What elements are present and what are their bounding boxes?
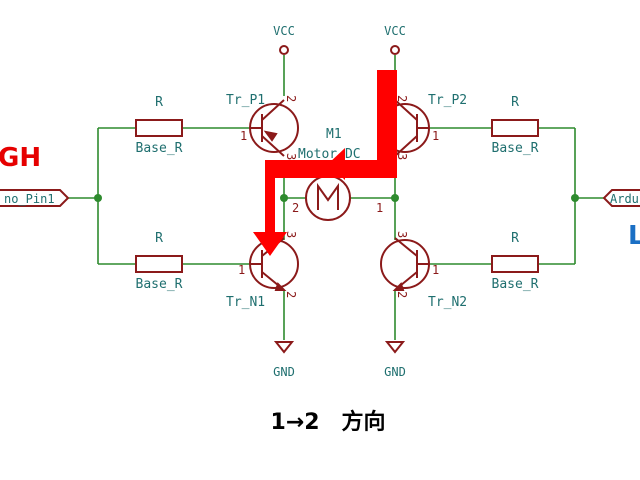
- resistor-top-right: R Base_R: [491, 95, 539, 156]
- port-right-label: Ardu: [610, 192, 639, 206]
- pin-number: 3: [284, 153, 298, 160]
- resistor-bottom-left: R Base_R: [135, 231, 183, 292]
- resistor-value: R: [511, 95, 519, 110]
- pin-number: 1: [376, 201, 383, 215]
- junction-dot: [571, 194, 579, 202]
- vcc-right-symbol: VCC: [384, 24, 406, 55]
- resistor-icon: [135, 119, 183, 137]
- gnd-right-label: GND: [384, 365, 406, 379]
- junction-dot: [280, 194, 288, 202]
- transistor-n2: Tr_N2 1 3 2: [380, 231, 467, 310]
- transistor-p1-label: Tr_P1: [226, 93, 265, 108]
- gnd-right-symbol: GND: [384, 341, 406, 379]
- junction-dot: [94, 194, 102, 202]
- pin-number: 2: [284, 95, 298, 102]
- resistor-name: Base_R: [136, 141, 183, 156]
- vcc-left-label: VCC: [273, 24, 295, 38]
- resistor-name: Base_R: [492, 141, 539, 156]
- pin-number: 2: [292, 201, 299, 215]
- transistor-p1: Tr_P1 1 2 3: [226, 93, 299, 160]
- power-symbol-icon: [279, 45, 289, 55]
- resistor-name: Base_R: [492, 277, 539, 292]
- port-left-label: no_Pin1: [4, 192, 55, 206]
- pin-number: 1: [238, 263, 245, 277]
- low-indicator: L: [628, 221, 640, 251]
- transistor-n1: Tr_N1 1 3 2: [226, 231, 299, 310]
- transistor-p2-label: Tr_P2: [428, 93, 467, 108]
- resistor-top-left: R Base_R: [135, 95, 183, 156]
- resistor-value: R: [511, 231, 519, 246]
- resistor-icon: [491, 255, 539, 273]
- port-right: Ardu: [602, 189, 640, 207]
- resistor-value: R: [155, 231, 163, 246]
- resistor-bottom-right: R Base_R: [491, 231, 539, 292]
- gnd-left-symbol: GND: [273, 341, 295, 379]
- resistor-icon: [491, 119, 539, 137]
- resistor-value: R: [155, 95, 163, 110]
- motor-value-label: Motor_DC: [298, 147, 361, 162]
- pin-number: 1: [432, 129, 439, 143]
- junction-dot: [391, 194, 399, 202]
- current-arrow-icon: [253, 70, 397, 256]
- power-symbol-icon: [390, 45, 400, 55]
- pin-number: 1: [432, 263, 439, 277]
- ground-symbol-icon: [273, 341, 295, 354]
- pin-number: 3: [284, 231, 298, 238]
- pin-number: 1: [240, 129, 247, 143]
- motor-symbol-icon: [305, 175, 351, 221]
- pin-number: 3: [395, 153, 409, 160]
- motor-ref-label: M1: [326, 127, 342, 142]
- gnd-left-label: GND: [273, 365, 295, 379]
- junctions: [94, 194, 579, 202]
- vcc-left-symbol: VCC: [273, 24, 295, 55]
- pin-number: 3: [395, 231, 409, 238]
- pin-number: 2: [395, 95, 409, 102]
- transistor-n2-label: Tr_N2: [428, 295, 467, 310]
- ground-symbol-icon: [384, 341, 406, 354]
- vcc-right-label: VCC: [384, 24, 406, 38]
- pin-number: 2: [284, 291, 298, 298]
- transistor-n1-label: Tr_N1: [226, 295, 265, 310]
- resistor-icon: [135, 255, 183, 273]
- high-indicator: GH: [0, 143, 41, 173]
- direction-caption: 1→2 方向: [270, 409, 385, 435]
- pin-number: 2: [395, 291, 409, 298]
- resistor-name: Base_R: [136, 277, 183, 292]
- port-left: no_Pin1: [0, 189, 70, 207]
